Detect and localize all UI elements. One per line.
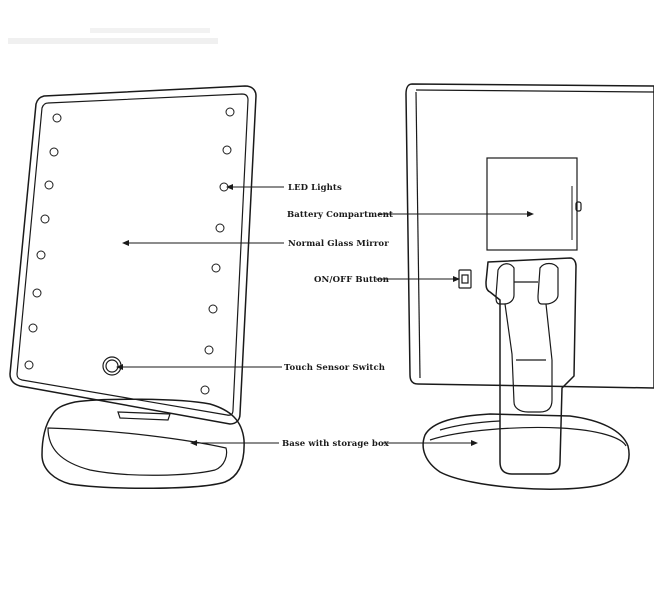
callout-lines: [116, 184, 534, 446]
led-light: [225, 107, 235, 117]
led-light: [211, 263, 221, 273]
led-light: [52, 113, 62, 123]
smudge-marks: [8, 28, 218, 44]
callout-labels: LED Lights Normal Glass Mirror Touch Sen…: [282, 183, 393, 449]
front-base: [41, 398, 245, 490]
arrowhead-icon: [116, 364, 123, 370]
rear-mirror-back: [405, 83, 654, 389]
label-battery-compartment: Battery Compartment: [287, 210, 393, 220]
front-mirror-view: [9, 85, 257, 490]
rear-stand-hinge: [485, 257, 577, 475]
rear-base: [422, 413, 630, 490]
label-normal-glass-mirror: Normal Glass Mirror: [288, 239, 389, 249]
led-light: [32, 288, 42, 298]
label-led-lights: LED Lights: [288, 183, 342, 193]
led-light: [40, 214, 50, 224]
led-light: [200, 385, 210, 395]
led-light: [49, 147, 59, 157]
arrowhead-icon: [453, 276, 460, 282]
rear-mirror-view: [405, 83, 654, 490]
arrowhead-icon: [190, 440, 197, 446]
led-light: [215, 223, 225, 233]
touch-sensor-switch: [102, 356, 122, 376]
led-light: [208, 304, 218, 314]
arrowhead-icon: [122, 240, 129, 246]
arrowhead-icon: [527, 211, 534, 217]
led-light: [222, 145, 232, 155]
led-lights-array: [24, 107, 235, 395]
led-light: [44, 180, 54, 190]
led-light: [28, 323, 38, 333]
front-mirror-frame: [9, 85, 257, 425]
arrowhead-icon: [471, 440, 478, 446]
led-light: [36, 250, 46, 260]
label-base-storage: Base with storage box: [282, 439, 390, 449]
arrowhead-icon: [226, 184, 233, 190]
label-on-off-button: ON/OFF Button: [314, 275, 389, 285]
led-light: [24, 360, 34, 370]
on-off-button: [458, 269, 472, 289]
led-light: [204, 345, 214, 355]
battery-compartment: [486, 157, 582, 251]
label-touch-sensor-switch: Touch Sensor Switch: [284, 363, 385, 373]
